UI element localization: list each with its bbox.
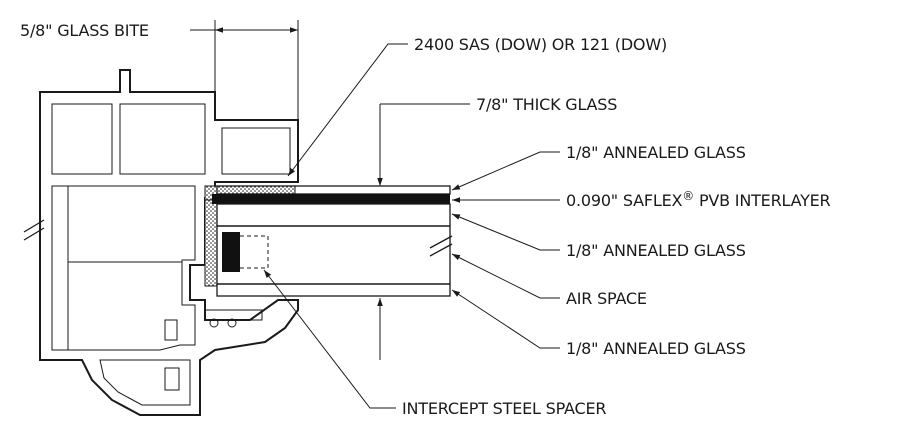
label-thick-glass: 7/8" THICK GLASS [476, 95, 617, 114]
glass-assembly [204, 185, 451, 297]
leader-lines [263, 43, 560, 409]
label-interlayer-mark: ® [682, 189, 694, 203]
annealed-glass-mid [216, 203, 451, 227]
frame-profile [39, 69, 299, 416]
label-spacer: INTERCEPT STEEL SPACER [402, 399, 606, 418]
thick-glass-dimension [377, 103, 470, 360]
label-interlayer-post: PVB INTERLAYER [694, 191, 830, 210]
break-marks [23, 219, 453, 257]
steel-spacer [222, 232, 240, 272]
label-annealed-top: 1/8" ANNEALED GLASS [566, 143, 746, 162]
label-interlayer-pre: 0.090" SAFLEX [566, 191, 682, 210]
air-space-cavity [216, 225, 451, 285]
label-annealed-bot: 1/8" ANNEALED GLASS [566, 339, 746, 358]
pvb-interlayer [212, 194, 450, 204]
label-annealed-mid: 1/8" ANNEALED GLASS [566, 241, 746, 260]
label-glass-bite: 5/8" GLASS BITE [20, 21, 149, 40]
callout-labels: 5/8" GLASS BITE 2400 SAS (DOW) OR 121 (D… [20, 21, 831, 418]
label-interlayer: 0.090" SAFLEX® PVB INTERLAYER [566, 189, 831, 210]
annealed-glass-bottom [216, 283, 451, 297]
label-air-space: AIR SPACE [566, 289, 647, 308]
label-sealant: 2400 SAS (DOW) OR 121 (DOW) [414, 35, 667, 54]
glass-bite-dimension [190, 20, 299, 120]
